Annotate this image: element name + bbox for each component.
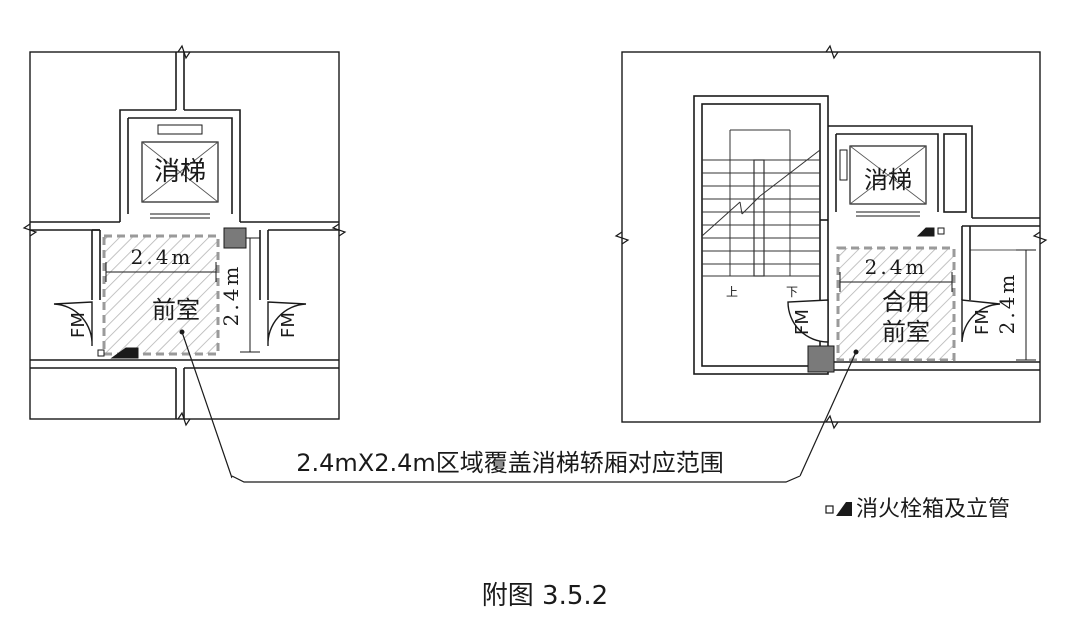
counterweight [839, 149, 848, 181]
hydrant-box [223, 227, 247, 249]
stair-enclosure [693, 95, 829, 375]
callout-text: 2.4mX2.4m区域覆盖消梯轿厢对应范围 [296, 449, 724, 477]
left-door-left-label: FM [68, 312, 89, 338]
figure-caption: 附图 3.5.2 [482, 581, 608, 611]
hydrant-icon [916, 227, 935, 237]
hydrant-icon [110, 347, 139, 359]
left-lobby-label: 前室 [152, 296, 200, 324]
left-dim-horizontal-label: 2.4m [131, 245, 194, 269]
right-lobby-label-line2: 前室 [882, 318, 930, 346]
door-left [787, 299, 829, 343]
legend-hydrant-icon [836, 502, 852, 516]
stair-treads [701, 129, 821, 277]
coverage-zone [102, 234, 220, 356]
elevator-car [141, 141, 219, 203]
stair-down-label: 下 [786, 285, 798, 299]
coverage-zone [836, 246, 956, 362]
right-dim-vertical-label: 2.4m [995, 272, 1019, 335]
left-door-right-label: FM [278, 312, 299, 338]
elevator-car [849, 145, 927, 205]
break-mark [825, 44, 839, 60]
break-mark [825, 414, 839, 430]
right-elevator-label: 消梯 [864, 166, 912, 194]
dimension-vertical [970, 249, 1036, 361]
callout-leader [181, 331, 233, 479]
break-mark [1032, 231, 1048, 245]
door-right [961, 299, 1001, 343]
right-lobby-label-line1: 合用 [882, 288, 930, 316]
right-door-left-label: FM [792, 309, 813, 335]
left-plan [22, 44, 347, 479]
stair-up-label: 上 [726, 285, 738, 299]
right-frame [621, 51, 1041, 423]
hydrant-box [807, 345, 835, 373]
callout-bracket [231, 475, 801, 483]
legend-text: 消火栓箱及立管 [856, 497, 1010, 522]
left-elevator-label: 消梯 [154, 157, 206, 187]
right-plan [614, 44, 1048, 477]
right-dim-horizontal-label: 2.4m [865, 255, 928, 279]
dimension-horizontal [105, 262, 217, 282]
door-right [267, 301, 307, 347]
right-door-right-label: FM [972, 309, 993, 335]
left-dim-vertical-label: 2.4m [219, 264, 243, 327]
dimension-horizontal [839, 272, 953, 292]
legend-standpipe-icon [825, 505, 834, 514]
break-mark [614, 231, 630, 245]
counterweight [157, 124, 203, 135]
service-shaft [943, 133, 967, 213]
dimension-vertical [240, 237, 260, 353]
callout-leader [799, 351, 857, 477]
legend: 消火栓箱及立管 [825, 497, 1010, 522]
callout-box [232, 446, 800, 482]
door-left [53, 301, 93, 347]
